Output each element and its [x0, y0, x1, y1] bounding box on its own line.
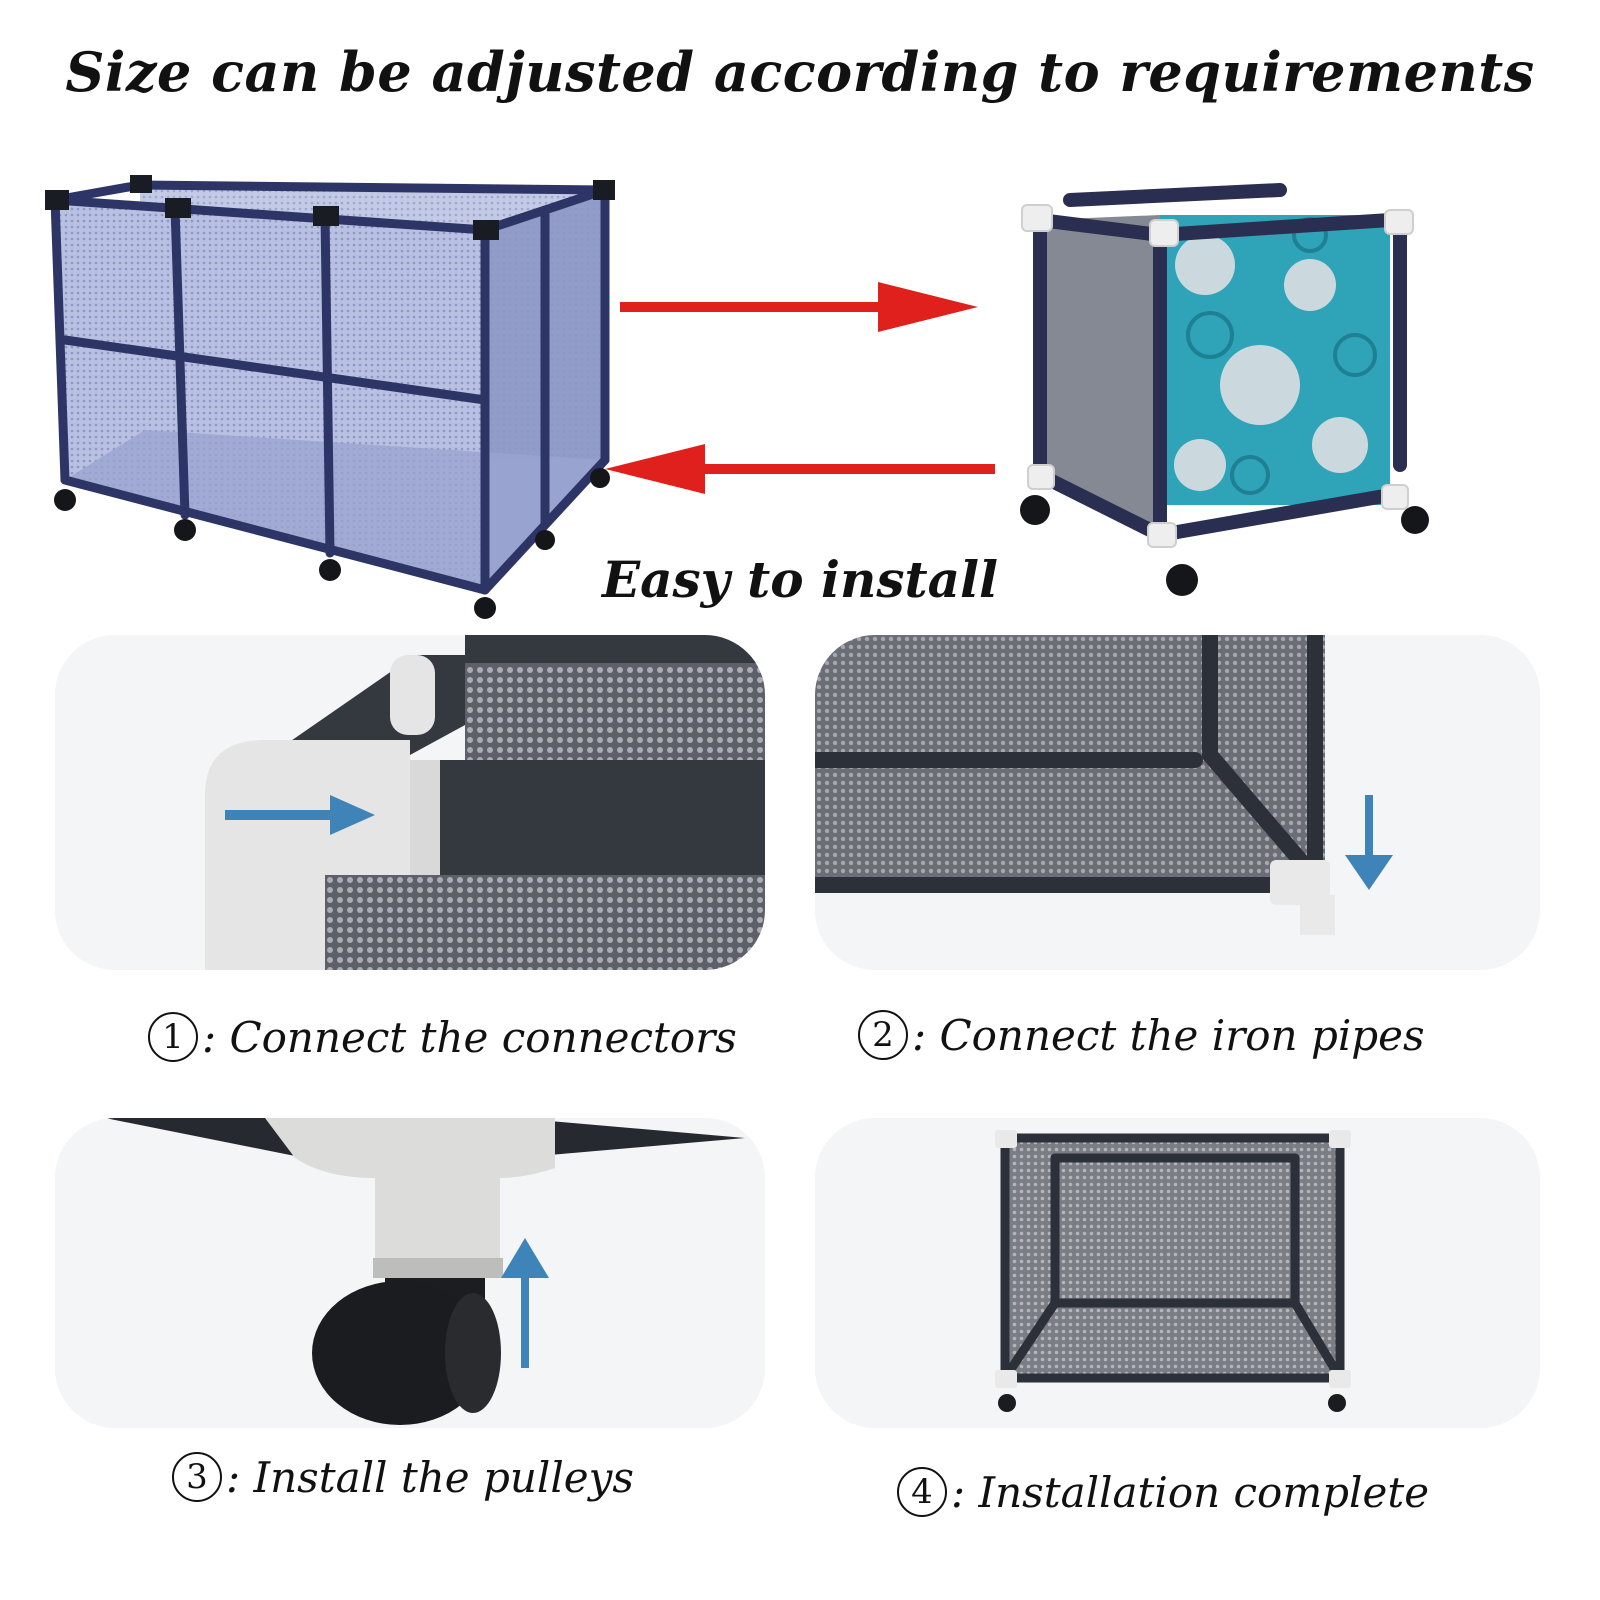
step-4-text: : Installation complete — [951, 1467, 1430, 1517]
subheadline: Easy to install — [602, 550, 998, 609]
step-2-caption: 2 : Connect the iron pipes — [858, 1010, 1425, 1060]
large-cart-image — [45, 170, 615, 620]
arrow-left-icon — [605, 440, 995, 500]
step-2-image — [815, 635, 1540, 970]
step-1-caption: 1 : Connect the connectors — [148, 1012, 737, 1062]
step-2-text: : Connect the iron pipes — [912, 1010, 1425, 1060]
small-cart-image — [1010, 175, 1440, 605]
step-3-number: 3 — [172, 1452, 222, 1502]
step-1-number: 1 — [148, 1012, 198, 1062]
step-3-text: : Install the pulleys — [226, 1452, 634, 1502]
step-2-number: 2 — [858, 1010, 908, 1060]
step-1-text: : Connect the connectors — [202, 1012, 737, 1062]
step-3-image — [55, 1118, 765, 1428]
step-4-number: 4 — [897, 1467, 947, 1517]
step-4-image — [815, 1118, 1540, 1428]
step-3-caption: 3 : Install the pulleys — [172, 1452, 634, 1502]
step-1-image — [55, 635, 765, 970]
arrow-right-icon — [620, 278, 980, 338]
step-4-caption: 4 : Installation complete — [897, 1467, 1429, 1517]
headline: Size can be adjusted according to requir… — [65, 40, 1535, 104]
